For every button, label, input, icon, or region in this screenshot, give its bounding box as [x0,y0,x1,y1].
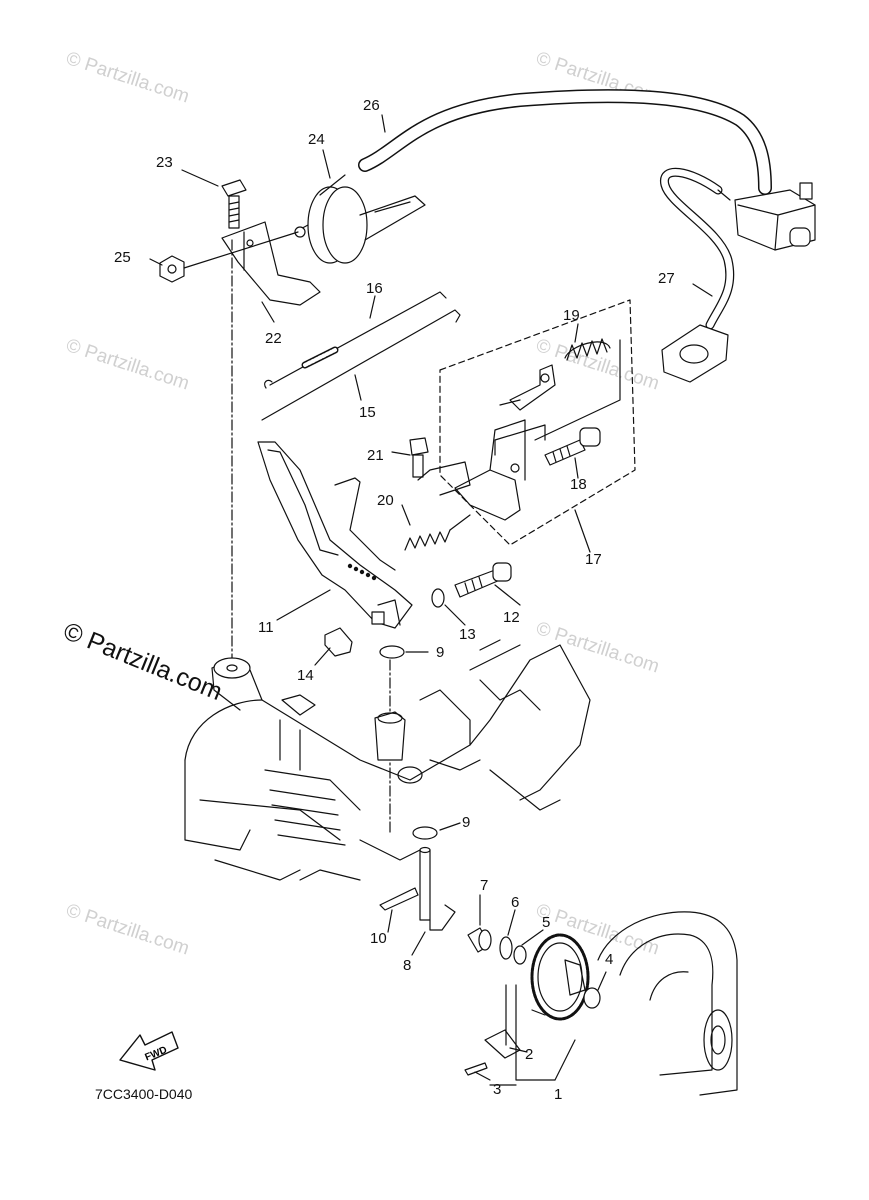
inner-bracket [454,339,621,521]
callout-9-top: 9 [436,644,445,661]
callout-23: 23 [156,154,173,171]
callout-15: 15 [359,404,376,421]
hose-26-inner [359,90,771,194]
callout-7: 7 [480,877,489,894]
lever-11 [257,441,413,629]
callout-3: 3 [493,1081,502,1098]
callout-11: 11 [258,619,274,636]
gasket-plate [661,324,729,383]
diagram-code: 7CC3400-D040 [95,1086,193,1102]
bracket-2 [484,1029,521,1059]
washer-13 [431,588,445,608]
fwd-arrow [119,1031,179,1071]
callout-21: 21 [367,447,384,464]
washer-4 [583,987,601,1009]
shaft-8 [419,846,456,931]
pin-3 [464,1062,488,1076]
callout-27: 27 [658,270,675,287]
spring-20 [404,529,451,551]
clip-14 [324,627,353,657]
bracket-22 [221,221,321,306]
assembly-box-17 [439,299,636,546]
callout-26: 26 [363,97,380,114]
bolt-21 [409,437,471,496]
gear-1 [530,933,590,1021]
bolt-23 [221,179,247,229]
callout-10: 10 [370,930,387,947]
rod-15 [261,309,461,421]
crankcase-right [597,911,738,1096]
callout-17: 17 [585,551,602,568]
callout-19: 19 [563,307,580,324]
callout-24: 24 [308,131,325,148]
pin-10 [379,887,419,911]
callout-2: 2 [525,1046,534,1063]
callout-25: 25 [114,249,131,266]
callout-8: 8 [403,957,412,974]
callout-12: 12 [503,609,520,626]
callout-20: 20 [377,492,394,509]
callout-18: 18 [570,476,587,493]
sleeve-7 [467,927,492,953]
washer-6 [499,936,513,960]
callout-13: 13 [459,626,476,643]
spring-19 [564,341,611,359]
bolt-18 [544,427,601,466]
engine-housing [184,639,591,881]
ring-5 [513,945,527,965]
callout-16: 16 [366,280,383,297]
bolt-12 [454,562,512,598]
callout-9-bottom: 9 [462,814,471,831]
callout-14: 14 [297,667,314,684]
nut-25 [159,255,185,283]
callout-5: 5 [542,914,551,931]
hose-27-inner [661,169,733,329]
leader-lines [149,114,713,1086]
rod-16 [264,291,447,389]
callout-4: 4 [605,951,614,968]
valve-top-right [717,182,816,251]
callout-22: 22 [265,330,282,347]
spring-19-coils [566,338,608,361]
callout-1: 1 [554,1086,563,1103]
washer-9-top [379,645,405,659]
diaphragm-24 [294,174,426,264]
washer-9-bottom [412,826,438,840]
callout-6: 6 [511,894,520,911]
